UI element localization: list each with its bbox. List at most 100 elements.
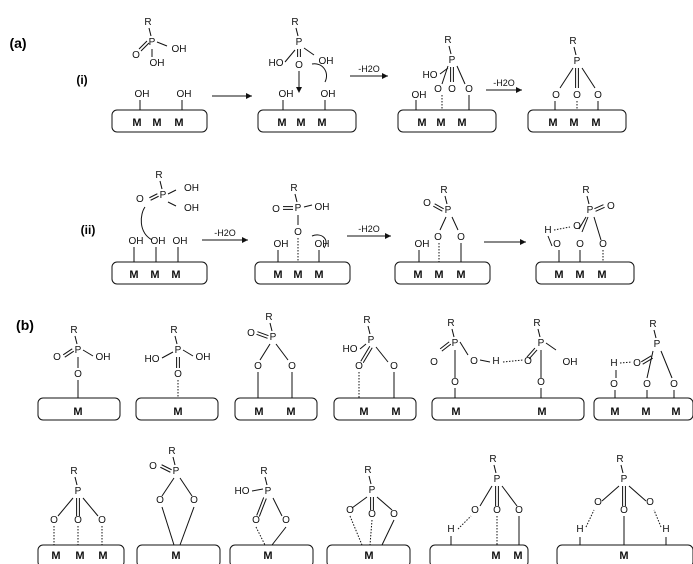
hydrogen-bond-266 [619,361,633,364]
bond-89 [159,180,163,190]
hydrogen-bond-375 [585,509,595,528]
atom-label-200: O [174,369,182,380]
hbond-h-label-353: H [447,524,454,535]
phosphorus-label-345: P [494,474,501,485]
bond-223 [359,343,367,350]
metal-oxide-surface-387 [556,544,693,564]
metal-atom-label-277: M [610,406,619,418]
metal-atom-label-148: M [456,269,465,281]
electron-arrow-36 [311,63,327,83]
metal-atom-label-294: M [51,550,60,562]
bond-166 [581,216,589,233]
bond-74 [559,67,574,89]
metal-atom-label-172: M [554,269,563,281]
r-group-label-314: R [260,466,267,477]
arrowhead-46 [382,73,388,79]
metal-oxide-surface-259 [431,397,585,421]
double-bond-158 [595,206,605,212]
bond-136 [444,195,448,205]
metal-oxide-surface-189 [37,397,121,421]
phosphorus-label-180: P [75,345,82,356]
metal-atom-label-15: M [132,117,141,129]
r-group-label-155: R [582,185,589,196]
hydrogen-bond-377 [653,509,662,528]
bond-5 [148,27,152,37]
metal-atom-label-279: M [671,406,680,418]
r-group-label-262: R [649,319,656,330]
bond-49 [448,45,452,55]
metal-oxide-surface-60 [397,109,497,133]
atom-label-335: O [368,509,376,520]
phosphorus-label-221: P [368,335,375,346]
bond-72 [573,46,577,56]
hydrogen-bond-244 [502,359,524,363]
phosphorus-label-193: P [175,345,182,356]
metal-oxide-surface-231 [333,397,417,421]
metal-atom-label-38: M [277,117,286,129]
atom-label-64: OH [412,90,427,101]
bond-184 [82,349,94,357]
r-group-label-24: R [291,17,298,28]
bond-306 [161,477,175,497]
metal-oxide-surface-123 [254,261,351,285]
atom-label-117: O [272,204,280,215]
atom-label-352: O [515,505,523,516]
bond-220 [367,325,371,335]
atom-label-59: O [465,84,473,95]
atom-label-20: OH [177,89,192,100]
atom-label-255: OH [563,357,578,368]
atom-label-140: O [423,198,431,209]
atom-label-95: OH [184,183,199,194]
atom-label-149: OH [415,239,430,250]
atom-label-11: OH [172,44,187,55]
hydrogen-bond-164 [553,226,571,231]
phosphorus-label-157: P [587,205,594,216]
double-bond-225 [362,347,373,363]
bond-58 [456,65,466,85]
atom-label-265: H [610,358,617,369]
atom-label-274: O [643,379,651,390]
bond-143 [451,216,459,231]
atom-label-253: O [524,356,532,367]
bond-367 [601,485,620,502]
bond-79 [581,67,596,89]
row-i-label-2: (i) [76,73,87,87]
metal-atom-label-16: M [152,117,161,129]
metal-atom-label-146: M [413,269,422,281]
atom-label-197: OH [196,352,211,363]
bond-346 [479,485,493,507]
bond-344 [493,464,497,474]
atom-label-321: O [252,515,260,526]
metal-atom-label-17: M [174,117,183,129]
atom-label-121: O [294,227,302,238]
bond-212 [275,343,289,361]
atom-label-105: OH [151,236,166,247]
metal-atom-label-313: M [171,550,180,562]
bond-196 [182,349,194,357]
double-bond-91 [149,193,158,199]
hydrogen-bond-354 [457,515,472,530]
phosphorus-label-250: P [538,338,545,349]
double-bond-7 [138,40,148,50]
atom-label-78: O [573,90,581,101]
atom-label-41: OH [279,89,294,100]
atom-label-305: O [149,461,157,472]
r-group-label-343: R [489,454,496,465]
metal-atom-label-101: M [150,269,159,281]
metal-atom-label-363: M [513,550,522,562]
r-group-label-248: R [533,318,540,329]
r-group-label-328: R [364,465,371,476]
atom-label-97: OH [184,203,199,214]
atom-label-57: O [448,84,456,95]
atom-label-239: O [430,357,438,368]
coordination-bond-340 [369,519,373,546]
atom-label-347: O [471,505,479,516]
atom-label-241: O [470,356,478,367]
double-bond-181 [62,348,73,356]
double-bond-208 [256,333,268,339]
atom-label-209: O [247,328,255,339]
metal-atom-label-40: M [317,117,326,129]
atom-label-267: O [633,358,641,369]
metal-atom-label-174: M [597,269,606,281]
